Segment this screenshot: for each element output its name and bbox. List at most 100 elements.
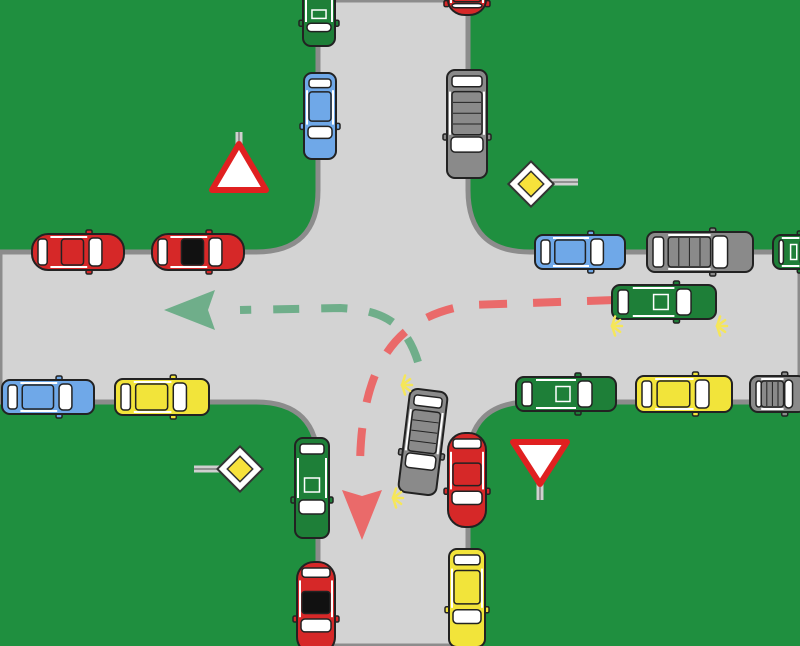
turn-signal-icon <box>400 374 414 396</box>
car-windshield <box>451 490 483 506</box>
car-windshield <box>208 237 223 267</box>
car-windshield <box>711 235 729 269</box>
car-rear-window <box>778 239 785 265</box>
car-rear-window <box>521 381 533 407</box>
car-roof-rail <box>411 429 438 434</box>
car-side-window <box>436 412 444 455</box>
car-windshield <box>298 499 326 515</box>
car-roof-rail <box>410 439 436 445</box>
car-side-window <box>404 408 412 451</box>
car-east-lane-green-van <box>515 372 617 416</box>
car-roof <box>554 239 587 265</box>
turn-signal-icon <box>391 487 405 509</box>
car-rear-window <box>308 78 332 89</box>
car-east-turning-green-van <box>611 280 717 324</box>
car-windshield <box>783 379 794 409</box>
signal-ray <box>400 383 407 396</box>
car-roof <box>21 384 55 410</box>
car-windshield <box>452 609 482 625</box>
car-west-lane-red-2 <box>151 229 245 275</box>
car-windshield <box>88 237 103 267</box>
car-windshield <box>675 288 692 316</box>
car-windshield <box>577 380 593 408</box>
car-south-turning-gray <box>397 387 449 497</box>
car-east-lane-gray <box>646 227 754 277</box>
car-windshield <box>590 238 605 266</box>
green-arrow-head-icon <box>164 290 215 330</box>
warning-triangle-sign-icon <box>209 132 269 193</box>
signal-ray <box>715 324 722 337</box>
yield-sign-icon <box>510 439 570 500</box>
car-east-lane-green-edge <box>772 230 800 274</box>
car-north-lane-red-top <box>443 0 491 16</box>
car-rear-window <box>540 239 551 265</box>
signal-ray <box>391 496 398 509</box>
car-rear-window <box>413 394 443 409</box>
sign-face <box>506 159 556 209</box>
car-south-lane-yellow <box>444 548 490 646</box>
car-rear-window <box>7 384 18 410</box>
car-roof <box>452 0 482 3</box>
car-roof <box>301 590 331 615</box>
sign-face <box>510 439 570 487</box>
car-south-lane-green-van <box>290 437 334 539</box>
car-windshield <box>306 22 332 33</box>
car-roof-hatch <box>555 385 571 403</box>
car-rear-window <box>157 238 168 266</box>
car-windshield <box>300 618 332 633</box>
car-windshield <box>58 383 73 411</box>
green-turn-left-path <box>239 303 422 364</box>
sign-triangle <box>510 439 570 487</box>
route-markings <box>164 290 616 540</box>
turn-signal-icon <box>610 315 624 337</box>
sign-diamond-inner <box>226 455 254 483</box>
car-rear-window <box>641 380 653 408</box>
car-west-lane-red-1 <box>31 229 125 275</box>
car-roof <box>453 569 481 605</box>
car-roof-hatch <box>303 477 321 493</box>
car-west-lane-yellow <box>114 374 210 420</box>
car-roof-hatch <box>652 293 669 311</box>
car-rear-window <box>452 438 482 450</box>
priority-road-sign-icon-2 <box>194 444 265 494</box>
car-east-lane-gray-edge <box>749 371 800 417</box>
car-roof <box>134 383 169 411</box>
car-roof-rail <box>412 419 439 424</box>
car-rear-window <box>120 383 132 411</box>
sign-triangle <box>209 141 269 193</box>
car-windshield <box>404 452 437 471</box>
car-rear-window <box>299 443 325 455</box>
turn-signal-icon <box>715 315 729 337</box>
car-north-lane-blue <box>299 72 341 160</box>
car-roof <box>308 91 332 122</box>
car-north-lane-gray <box>442 69 492 179</box>
car-windshield <box>172 382 188 412</box>
car-east-lane-yellow <box>635 371 733 417</box>
car-roof <box>656 380 691 408</box>
car-north-lane-green-top <box>298 0 340 47</box>
car-west-lane-blue <box>1 375 95 419</box>
car-roof <box>452 462 482 487</box>
car-east-lane-blue <box>534 230 626 274</box>
red-arrow-head-icon <box>342 490 382 540</box>
car-windshield <box>307 125 333 140</box>
car-roof-hatch <box>311 9 327 20</box>
signal-ray <box>610 324 617 337</box>
sign-face <box>209 141 269 193</box>
car-windshield <box>450 136 484 153</box>
car-rear-window <box>451 75 483 88</box>
car-roof-hatch <box>789 243 798 261</box>
car-windshield <box>694 379 710 409</box>
sign-diamond-inner <box>517 170 545 198</box>
car-rear-window <box>37 238 48 266</box>
sign-face <box>215 444 265 494</box>
car-south-lane-red-2 <box>292 561 340 646</box>
car-rear-window <box>652 236 665 268</box>
signs-layer <box>194 132 578 500</box>
red-turn-path <box>356 296 616 471</box>
car-rear-window <box>453 554 481 566</box>
